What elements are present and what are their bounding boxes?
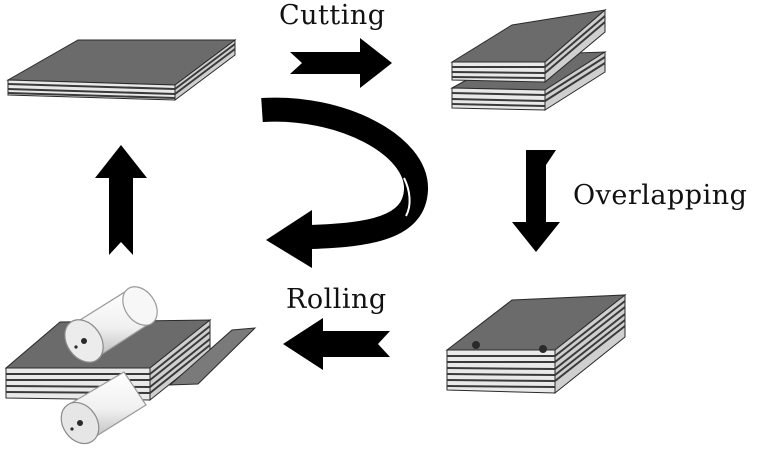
upper-roller [64, 286, 158, 363]
repeat-up-arrow [95, 145, 147, 255]
overlapped-stack [445, 293, 627, 395]
cycle-arrow [261, 97, 428, 268]
lower-roller [60, 371, 147, 445]
rolling-mill [4, 286, 257, 445]
overlapping-label: Overlapping [573, 180, 748, 211]
initial-sheet [6, 39, 237, 101]
rolling-arrow [283, 318, 390, 370]
overlapping-arrow [512, 150, 560, 252]
cut-sheets [450, 8, 607, 111]
cutting-arrow [290, 38, 392, 88]
cutting-label: Cutting [279, 0, 386, 31]
rolling-label: Rolling [286, 284, 387, 315]
